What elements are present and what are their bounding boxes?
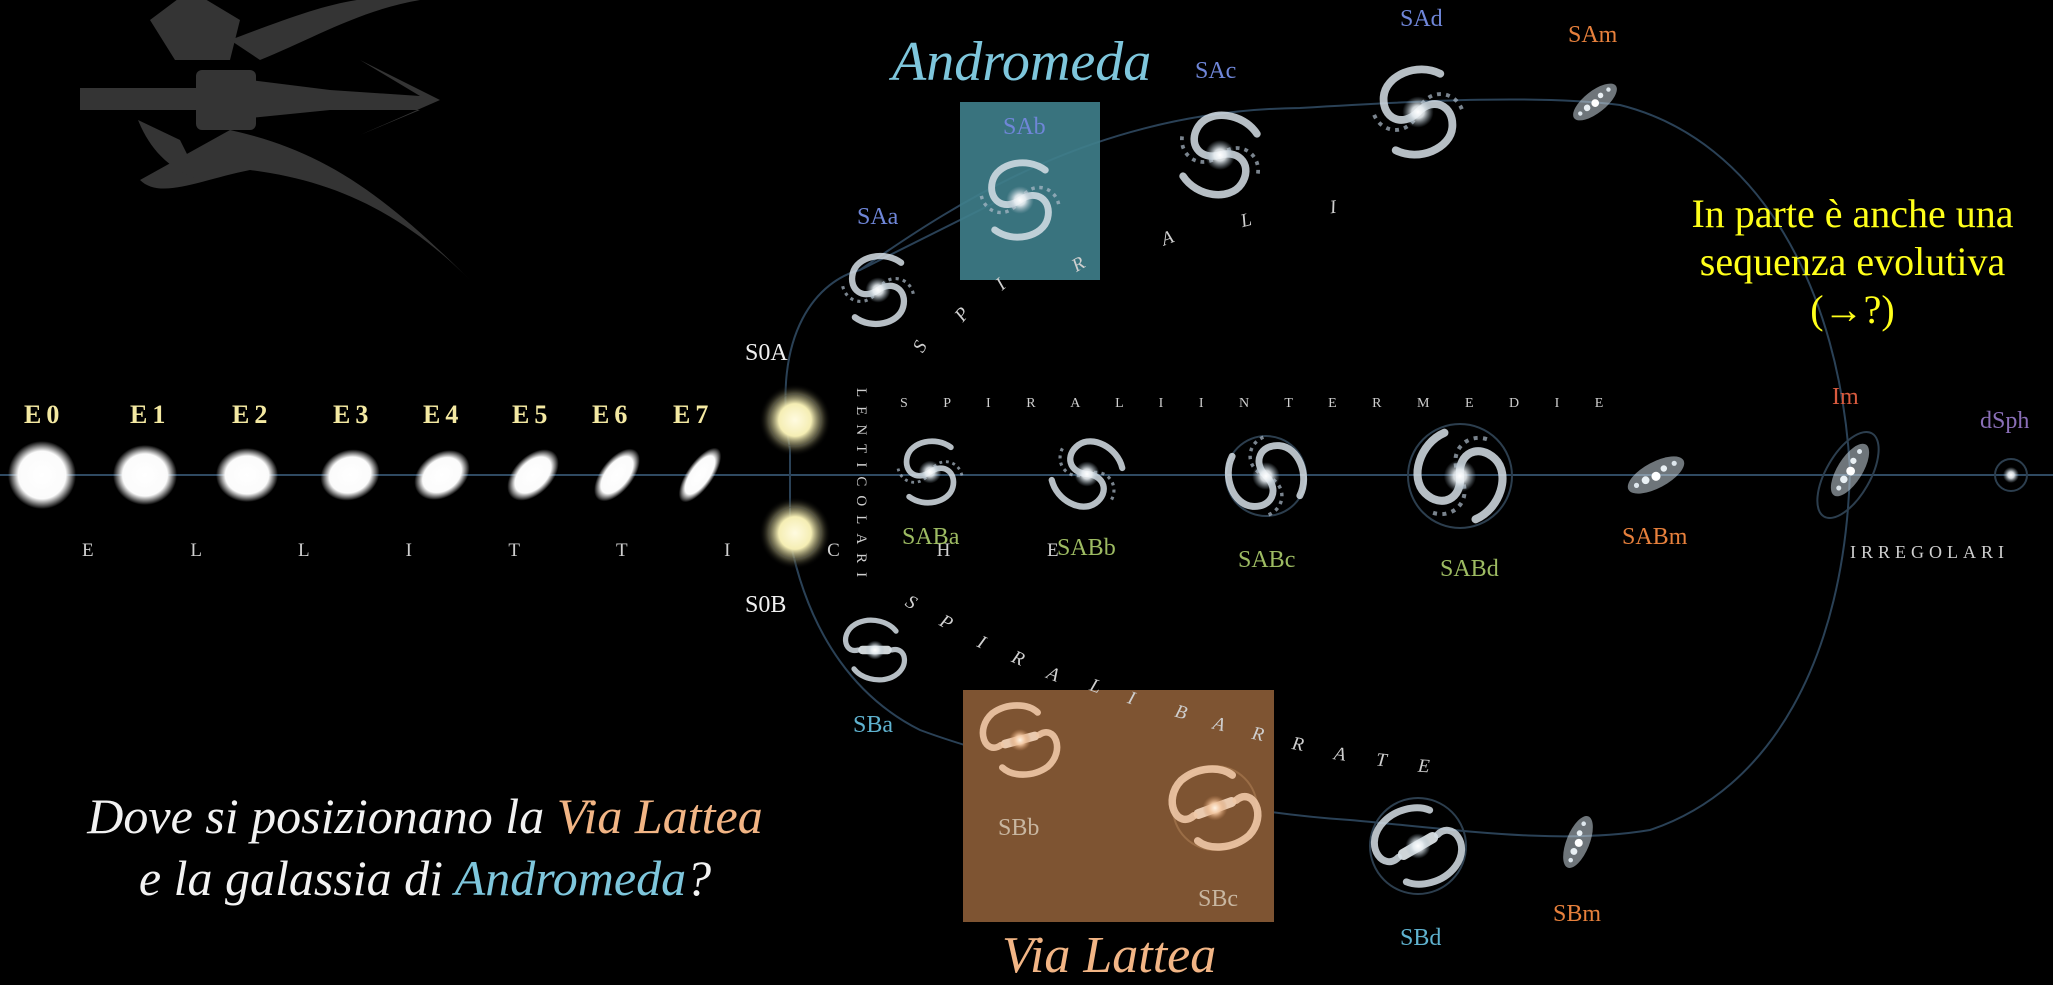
galaxy-sba	[846, 620, 905, 680]
label-sac: SAc	[1195, 58, 1237, 84]
question-milky-way: Via Lattea	[556, 788, 763, 844]
galaxy-s0b	[759, 497, 831, 569]
label-e6: E6	[592, 400, 633, 429]
evolution-note-line1: In parte è anche una	[1691, 191, 2014, 236]
label-saba: SABa	[902, 524, 960, 550]
evolution-note-line2: sequenza evolutiva	[1699, 239, 2006, 284]
galaxy-e3	[320, 449, 380, 501]
galaxy-saa	[842, 256, 913, 324]
evolution-note: In parte è anche una sequenza evolutiva …	[1655, 190, 2050, 334]
galaxy-dsph	[2003, 467, 2019, 483]
galaxy-e6	[594, 448, 640, 502]
galaxy-e4	[414, 450, 470, 500]
label-dsph: dSph	[1980, 408, 2030, 434]
label-e5: E5	[512, 400, 553, 429]
intermediate-galaxy-branch	[898, 414, 2028, 537]
galaxy-sabd	[1399, 414, 1521, 537]
galaxy-s0a	[759, 384, 831, 456]
label-saa: SAa	[857, 204, 899, 230]
galaxy-e7	[678, 447, 722, 503]
question-line2: e la galassia di Andromeda?	[0, 847, 850, 909]
label-sbc: SBc	[1198, 886, 1239, 912]
trident-emblem-icon	[80, 0, 470, 280]
label-e3: E3	[333, 400, 374, 429]
elliptical-galaxy-row	[8, 441, 722, 509]
barred-galaxy-branch	[846, 620, 1616, 922]
spiral-galaxy-branch	[842, 63, 1627, 324]
label-sab: SAb	[1003, 114, 1046, 140]
label-e1: E1	[130, 400, 171, 429]
question-part3: ?	[686, 850, 712, 906]
label-sba: SBa	[853, 712, 894, 738]
question-text: Dove si posizionano la Via Lattea e la g…	[0, 785, 850, 909]
question-andromeda: Andromeda	[454, 850, 687, 906]
label-sbm: SBm	[1553, 901, 1602, 927]
barred-letter: T	[1374, 749, 1388, 772]
barred-letter: A	[1332, 743, 1348, 766]
label-e2: E2	[232, 400, 273, 429]
galaxy-sac	[1166, 102, 1274, 207]
galaxy-sad	[1367, 63, 1469, 161]
milky-way-title: Via Lattea	[1002, 927, 1217, 984]
class-name-irregular: IRREGOLARI	[1850, 542, 2009, 562]
label-sabm: SABm	[1622, 524, 1688, 550]
label-im: Im	[1832, 384, 1859, 410]
question-part1: Dove si posizionano la	[87, 788, 557, 844]
galaxy-sam	[1563, 75, 1627, 129]
galaxy-sbm	[1540, 805, 1616, 879]
label-sabb: SABb	[1057, 535, 1116, 561]
label-e7: E7	[673, 400, 714, 429]
label-e4: E4	[423, 400, 464, 429]
label-sabc: SABc	[1238, 547, 1296, 573]
galaxy-e1	[113, 445, 177, 505]
question-line1: Dove si posizionano la Via Lattea	[0, 785, 850, 847]
class-name-lenticular: LENTICOLARI	[853, 388, 869, 587]
label-sabd: SABd	[1440, 556, 1499, 582]
galaxy-sbd	[1364, 792, 1472, 900]
label-sam: SAm	[1568, 22, 1618, 48]
galaxy-saba	[898, 441, 963, 502]
label-s0b: S0B	[745, 592, 787, 618]
label-sbb: SBb	[998, 815, 1040, 841]
class-name-elliptical: E L L I T T I C H E	[82, 540, 1105, 561]
barred-letter: E	[1417, 755, 1431, 778]
question-part2: e la galassia di	[138, 850, 455, 906]
galaxy-e2	[216, 448, 278, 502]
evolution-note-line3: (→?)	[1810, 287, 1895, 332]
andromeda-title: Andromeda	[892, 31, 1152, 93]
galaxy-e5	[507, 449, 559, 501]
label-sbd: SBd	[1400, 925, 1442, 951]
label-sad: SAd	[1400, 6, 1443, 32]
class-name-intermediate: S P I R A L I I N T E R M E D I E	[900, 396, 1620, 411]
label-e0: E0	[24, 400, 65, 429]
galaxy-e0	[8, 441, 76, 509]
label-s0a: S0A	[745, 340, 788, 366]
